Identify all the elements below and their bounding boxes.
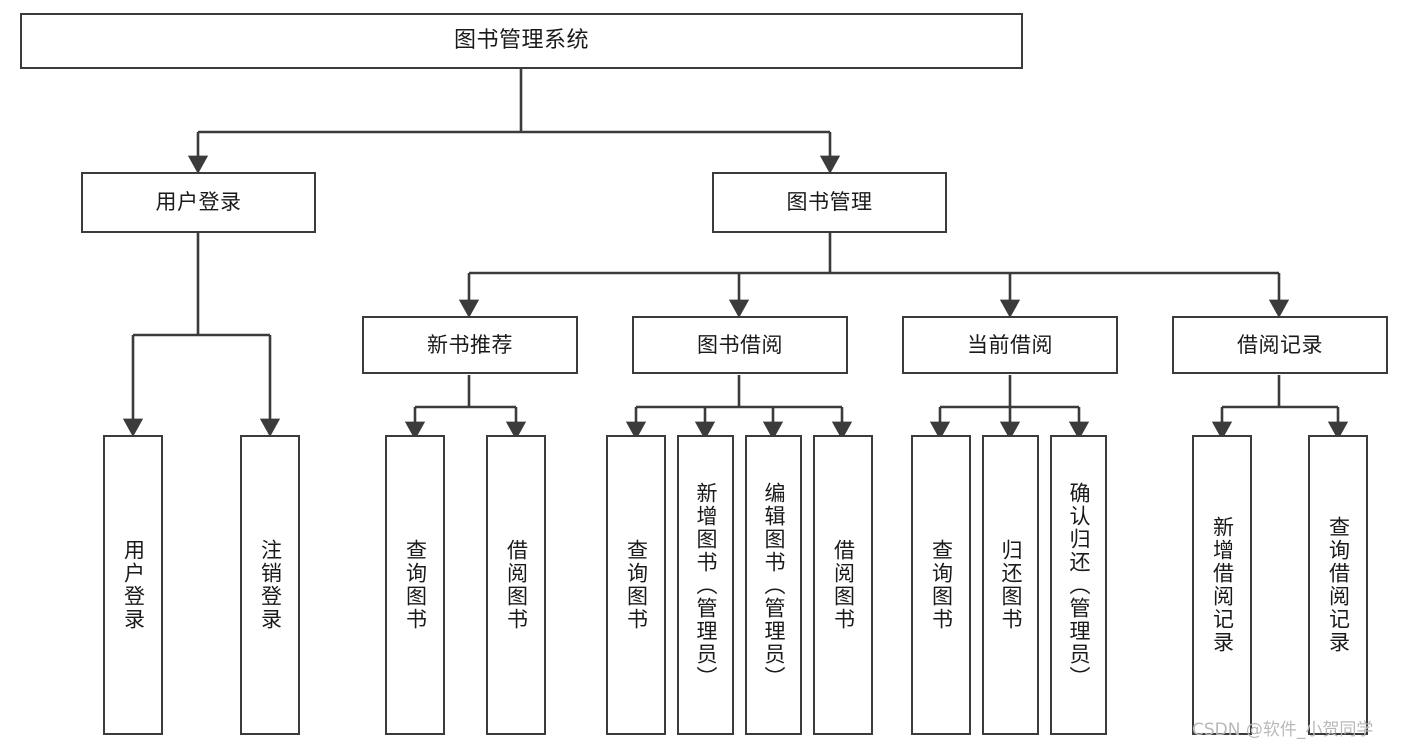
node-label: 查询图书 — [624, 539, 649, 631]
watermark-credit: CSDN @软件_小贺同学 — [1192, 720, 1374, 740]
leaf-borrow-record-query-record[interactable]: 查询借阅记录 — [1308, 435, 1368, 735]
leaf-book-borrow-query-books[interactable]: 查询图书 — [606, 435, 666, 735]
node-current-borrowing[interactable]: 当前借阅 — [902, 316, 1118, 374]
node-label: 借阅图书 — [831, 539, 856, 631]
node-label: 当前借阅 — [967, 332, 1053, 357]
node-label: 归还图书 — [999, 539, 1023, 631]
node-label: 用户登录 — [155, 190, 242, 215]
node-book-management[interactable]: 图书管理 — [712, 172, 947, 233]
node-user-login[interactable]: 用户登录 — [81, 172, 316, 233]
node-book-borrowing[interactable]: 图书借阅 — [632, 316, 848, 374]
node-label: 新书推荐 — [427, 332, 513, 357]
leaf-book-borrow-edit-book-admin[interactable]: 编辑图书（管理员） — [745, 435, 802, 735]
node-label: 用户登录 — [121, 539, 146, 631]
node-label: 图书管理 — [786, 190, 873, 215]
leaf-new-book-query-books[interactable]: 查询图书 — [385, 435, 445, 735]
node-label: 查询借阅记录 — [1326, 516, 1351, 654]
leaf-user-login-login[interactable]: 用户登录 — [103, 435, 163, 735]
leaf-book-borrow-add-book-admin[interactable]: 新增图书（管理员） — [677, 435, 734, 735]
leaf-current-borrow-query-books[interactable]: 查询图书 — [911, 435, 971, 735]
node-label: 借阅图书 — [504, 539, 529, 631]
node-label: 编辑图书（管理员） — [762, 481, 786, 689]
node-borrow-record[interactable]: 借阅记录 — [1172, 316, 1388, 374]
leaf-borrow-record-add-record[interactable]: 新增借阅记录 — [1192, 435, 1252, 735]
node-label: 查询图书 — [403, 539, 428, 631]
leaf-current-borrow-confirm-return-admin[interactable]: 确认归还（管理员） — [1050, 435, 1107, 735]
node-label: 借阅记录 — [1237, 332, 1323, 357]
node-new-book-recommendation[interactable]: 新书推荐 — [362, 316, 578, 374]
leaf-new-book-borrow-books[interactable]: 借阅图书 — [486, 435, 546, 735]
node-label: 新增图书（管理员） — [694, 481, 718, 689]
node-label: 查询图书 — [929, 539, 954, 631]
node-label: 注销登录 — [258, 539, 283, 631]
node-label: 新增借阅记录 — [1210, 516, 1235, 654]
node-label: 图书借阅 — [697, 332, 783, 357]
node-label: 图书管理系统 — [453, 28, 589, 54]
leaf-user-login-logout[interactable]: 注销登录 — [240, 435, 300, 735]
leaf-current-borrow-return-books[interactable]: 归还图书 — [982, 435, 1039, 735]
node-root-book-management-system[interactable]: 图书管理系统 — [20, 13, 1023, 69]
leaf-book-borrow-borrow-books[interactable]: 借阅图书 — [813, 435, 873, 735]
node-label: 确认归还（管理员） — [1067, 481, 1091, 689]
